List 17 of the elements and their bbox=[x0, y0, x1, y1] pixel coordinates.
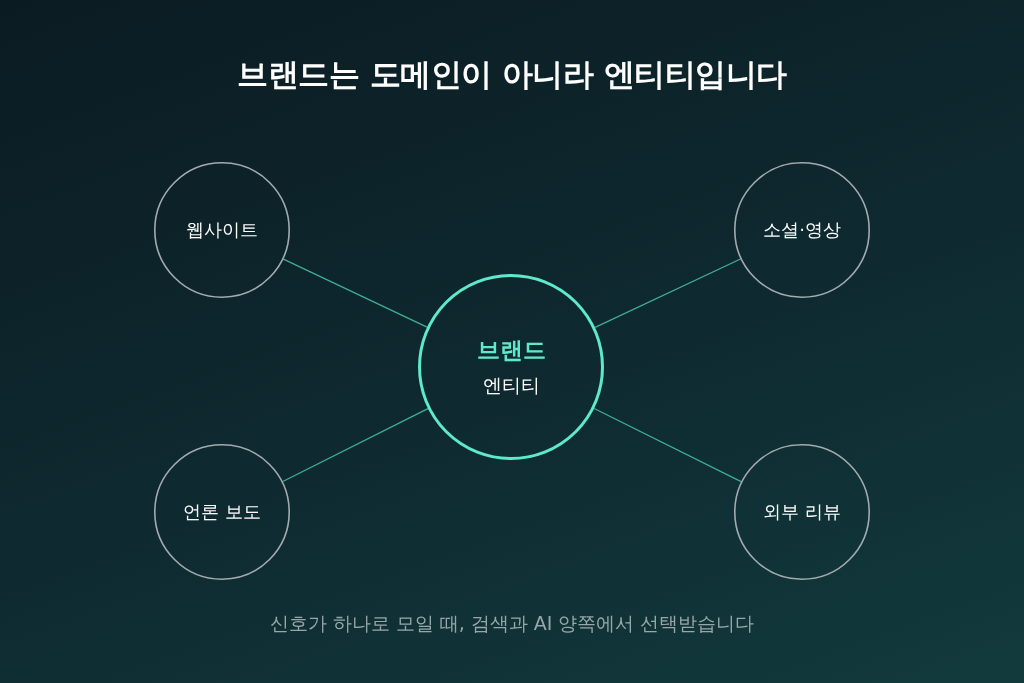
hub-circle bbox=[418, 274, 604, 460]
node-label: 소셜·영상 bbox=[763, 218, 841, 242]
connector-line bbox=[593, 407, 742, 483]
source-circle bbox=[734, 162, 870, 298]
node-label: 웹사이트 bbox=[186, 218, 258, 242]
source-circle bbox=[154, 444, 290, 580]
title: 브랜드는 도메인이 아니라 엔티티입니다 bbox=[236, 55, 788, 94]
hub-heading: 브랜드 bbox=[476, 336, 546, 365]
source-circle bbox=[154, 162, 290, 298]
source-circle bbox=[734, 444, 870, 580]
hub-subtitle: 엔티티 bbox=[482, 373, 540, 398]
connector-line bbox=[594, 258, 742, 329]
connector-line bbox=[282, 258, 428, 328]
caption: 신호가 하나로 모일 때, 검색과 AI 양쪽에서 선택받습니다 bbox=[268, 611, 756, 636]
node-label: 외부 리뷰 bbox=[763, 500, 841, 524]
node-label: 언론 보도 bbox=[183, 500, 261, 524]
connector-line bbox=[282, 408, 429, 483]
